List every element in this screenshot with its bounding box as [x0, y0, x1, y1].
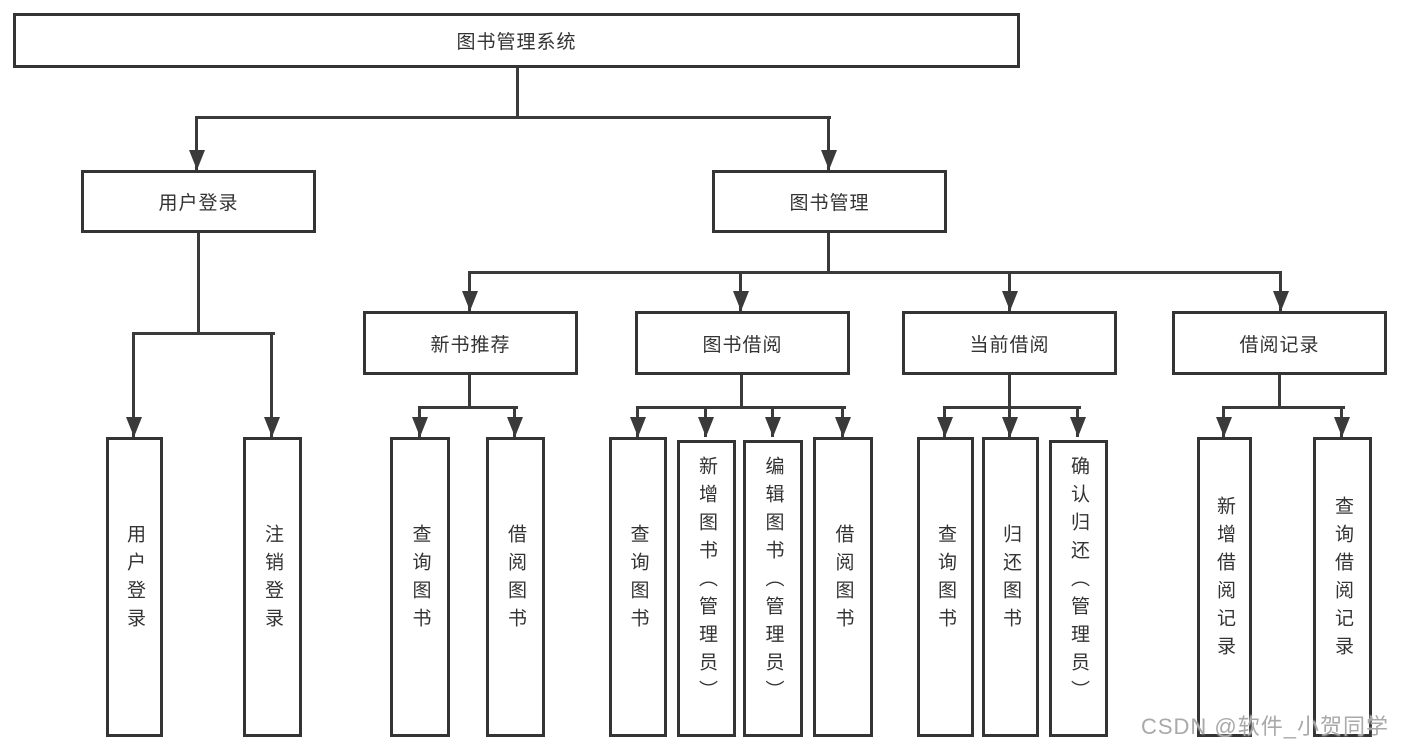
connector-line: [132, 332, 275, 335]
leaf-label: 借阅图书: [505, 524, 526, 636]
leaf-query-book-current: 查询图书: [917, 437, 974, 737]
leaf-label: 编辑图书（管理员）: [762, 455, 784, 708]
leaf-label: 查询图书: [935, 524, 956, 636]
connector-line: [468, 375, 471, 408]
leaf-borrow-book-recommend: 借阅图书: [486, 437, 545, 737]
leaf-label: 查询借阅记录: [1332, 496, 1353, 664]
connector-line: [468, 271, 1282, 274]
leaf-add-book-admin: 新增图书（管理员）: [677, 440, 736, 737]
connector-line: [943, 406, 1081, 409]
connector-line: [827, 116, 830, 170]
arrowhead-down-icon: [937, 417, 953, 437]
leaf-label: 查询图书: [627, 524, 649, 636]
arrowhead-down-icon: [1216, 417, 1232, 437]
node-current-borrowing: 当前借阅: [902, 311, 1117, 375]
node-new-book-recommend: 新书推荐: [363, 311, 578, 375]
connector-line: [132, 332, 135, 437]
arrowhead-down-icon: [1334, 417, 1350, 437]
connector-line: [827, 233, 830, 274]
node-book-management: 图书管理: [712, 170, 947, 233]
leaf-borrow-book-borrowing: 借阅图书: [813, 437, 873, 737]
arrowhead-down-icon: [1070, 417, 1086, 437]
node-book-borrowing: 图书借阅: [635, 311, 850, 375]
arrowhead-down-icon: [835, 417, 851, 437]
connector-line: [195, 116, 831, 119]
node-label: 图书管理系统: [456, 32, 577, 53]
leaf-label: 归还图书: [1000, 524, 1021, 636]
node-label: 图书管理: [789, 193, 870, 214]
leaf-label: 用户登录: [124, 524, 145, 636]
arrowhead-down-icon: [821, 150, 837, 170]
connector-line: [197, 233, 200, 335]
leaf-query-book-borrowing: 查询图书: [609, 437, 667, 737]
node-label: 借阅记录: [1239, 334, 1320, 356]
leaf-logout: 注销登录: [243, 437, 302, 737]
connector-line: [1222, 406, 1345, 409]
leaf-edit-book-admin: 编辑图书（管理员）: [743, 440, 803, 737]
arrowhead-down-icon: [264, 417, 280, 437]
connector-line: [1278, 375, 1281, 408]
connector-line: [516, 68, 519, 118]
node-label: 用户登录: [158, 193, 239, 214]
connector-line: [195, 116, 198, 170]
leaf-confirm-return-admin: 确认归还（管理员）: [1049, 440, 1108, 737]
leaf-add-borrow-record: 新增借阅记录: [1197, 437, 1252, 737]
leaf-label: 借阅图书: [832, 524, 854, 636]
leaf-label: 新增借阅记录: [1214, 496, 1235, 664]
arrowhead-down-icon: [733, 291, 749, 311]
node-label: 新书推荐: [430, 334, 511, 356]
leaf-label: 查询图书: [409, 524, 431, 636]
connector-line: [636, 406, 846, 409]
arrowhead-down-icon: [1273, 291, 1289, 311]
arrowhead-down-icon: [126, 417, 142, 437]
arrowhead-down-icon: [630, 417, 646, 437]
node-user-login-group: 用户登录: [81, 170, 316, 233]
connector-line: [740, 375, 743, 408]
node-root-system: 图书管理系统: [13, 13, 1020, 68]
leaf-query-book-recommend: 查询图书: [390, 437, 450, 737]
leaf-return-book: 归还图书: [982, 437, 1039, 737]
arrowhead-down-icon: [1002, 291, 1018, 311]
node-label: 当前借阅: [969, 334, 1050, 356]
connector-line: [270, 332, 273, 437]
leaf-label: 确认归还（管理员）: [1068, 455, 1089, 708]
csdn-watermark: CSDN @软件_小贺同学: [1140, 714, 1389, 739]
arrowhead-down-icon: [507, 417, 523, 437]
leaf-user-login: 用户登录: [106, 437, 163, 737]
arrowhead-down-icon: [698, 417, 714, 437]
connector-line: [418, 406, 518, 409]
leaf-label: 新增图书（管理员）: [696, 455, 717, 708]
arrowhead-down-icon: [1002, 417, 1018, 437]
leaf-query-borrow-record: 查询借阅记录: [1313, 437, 1372, 737]
node-label: 图书借阅: [702, 334, 783, 356]
arrowhead-down-icon: [765, 417, 781, 437]
node-borrowing-records: 借阅记录: [1172, 311, 1387, 375]
arrowhead-down-icon: [189, 150, 205, 170]
arrowhead-down-icon: [462, 291, 478, 311]
arrowhead-down-icon: [412, 417, 428, 437]
leaf-label: 注销登录: [262, 524, 283, 636]
